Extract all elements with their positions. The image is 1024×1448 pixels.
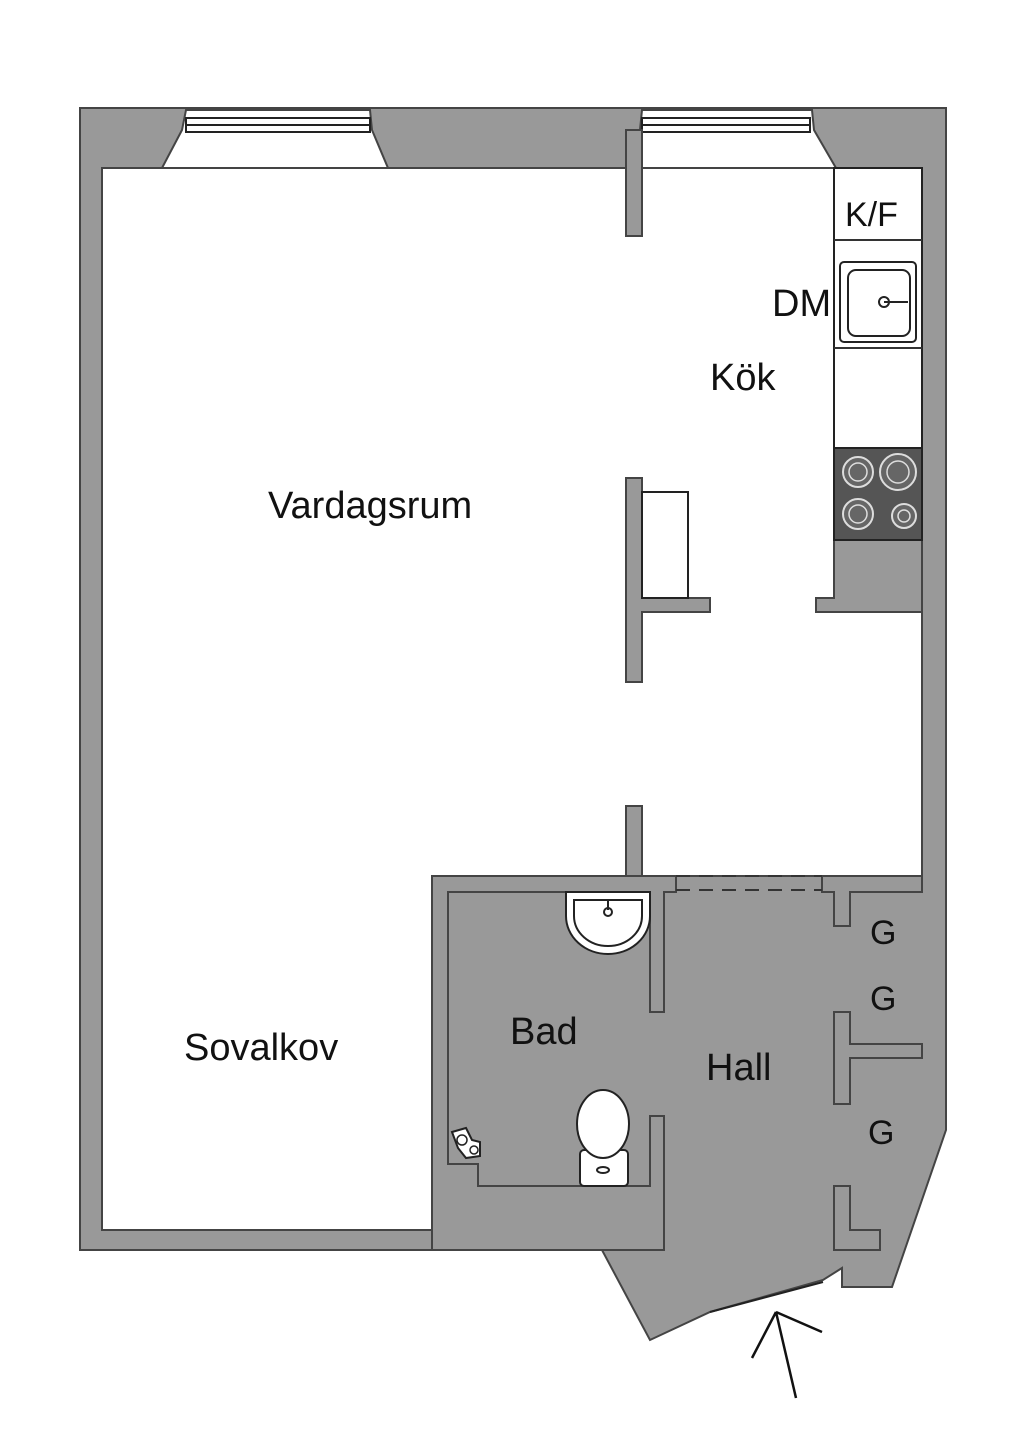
room-label-living-room: Vardagsrum — [268, 485, 472, 527]
shelf-unit — [641, 491, 689, 599]
fridge-freezer-label: K/F — [845, 196, 898, 234]
partition-wall-top — [625, 129, 643, 237]
sink-icon — [839, 261, 917, 343]
shower-icon — [450, 1126, 481, 1160]
closet-divider-upper — [833, 1011, 923, 1105]
window-icon — [641, 117, 811, 133]
closet-label: G — [868, 1114, 894, 1152]
entrance-arrow-icon — [750, 1310, 823, 1399]
closet-label: G — [870, 914, 896, 952]
kitchen-wall-block — [815, 539, 923, 613]
partition-wall-lower — [625, 805, 643, 879]
toilet-icon — [576, 1089, 630, 1187]
entrance-door — [709, 1281, 824, 1313]
stove-icon — [833, 447, 923, 541]
room-label-sleeping-alcove: Sovalkov — [184, 1027, 338, 1069]
window-icon — [185, 117, 371, 133]
room-label-hall: Hall — [706, 1047, 771, 1089]
closet-label: G — [870, 980, 896, 1018]
room-label-kitchen: Kök — [710, 357, 776, 399]
open-passage — [676, 875, 822, 891]
washbasin-icon — [565, 891, 651, 955]
room-label-bathroom: Bad — [510, 1011, 578, 1053]
closet-walls — [821, 875, 923, 927]
bathroom-walls — [431, 875, 677, 1251]
closet-divider-lower — [833, 1185, 881, 1251]
dishwasher-label: DM — [772, 283, 831, 325]
